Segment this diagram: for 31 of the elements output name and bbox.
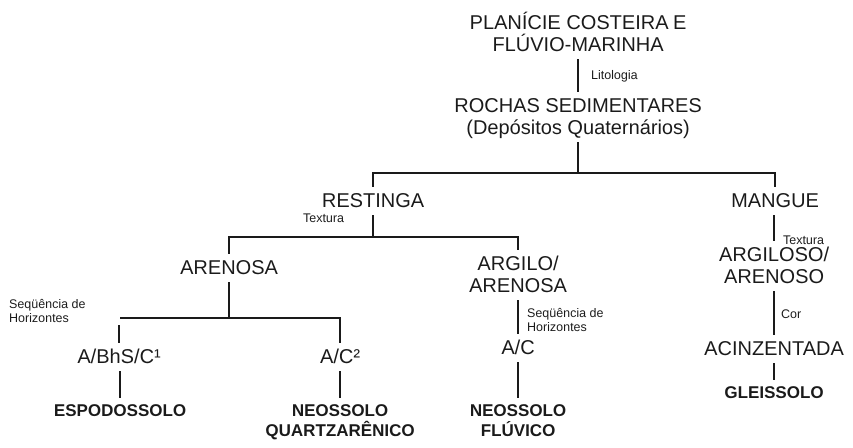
connector-line [773, 291, 775, 335]
node-text: ACINZENTADA [704, 338, 844, 360]
node-text: A/BhS/C¹ [77, 346, 161, 368]
node-text: NEOSSOLO FLÚVICO [468, 401, 568, 441]
connector-line [773, 215, 775, 241]
edge-label: Cor [780, 307, 802, 321]
node-text: A/C [501, 337, 535, 359]
edge-label: Seqüência de Horizontes [8, 297, 120, 325]
node-text: ESPODOSSOLO [54, 401, 186, 421]
connector-line [517, 300, 519, 334]
node-text: NEOSSOLO QUARTZARÊNICO [264, 401, 416, 441]
edge-label: Textura [782, 233, 825, 247]
connector-line [577, 142, 776, 187]
connector-line [577, 59, 579, 92]
edge-label: Textura [302, 211, 345, 225]
edge-label: Litologia [590, 68, 639, 82]
node-text: A/C² [320, 346, 360, 368]
node-text: ARGILOSO/ ARENOSO [719, 244, 829, 288]
node-text: (Depósitos Quaternários) [465, 117, 691, 139]
node-text: RESTINGA [322, 190, 424, 212]
connector-line [517, 362, 519, 398]
node-text: PLANÍCIE COSTEIRA E FLÚVIO-MARINHA [468, 12, 688, 56]
node-text: GLEISSOLO [724, 383, 824, 403]
node-text: ARGILO/ ARENOSA [468, 253, 568, 297]
connector-line [119, 371, 121, 398]
connector-line [773, 363, 775, 380]
node-text: ROCHAS SEDIMENTARES [453, 95, 703, 117]
node-text: ARENOSA [180, 257, 278, 279]
connector-line [228, 282, 341, 343]
node-text: MANGUE [731, 190, 819, 212]
connector-line [339, 371, 341, 398]
